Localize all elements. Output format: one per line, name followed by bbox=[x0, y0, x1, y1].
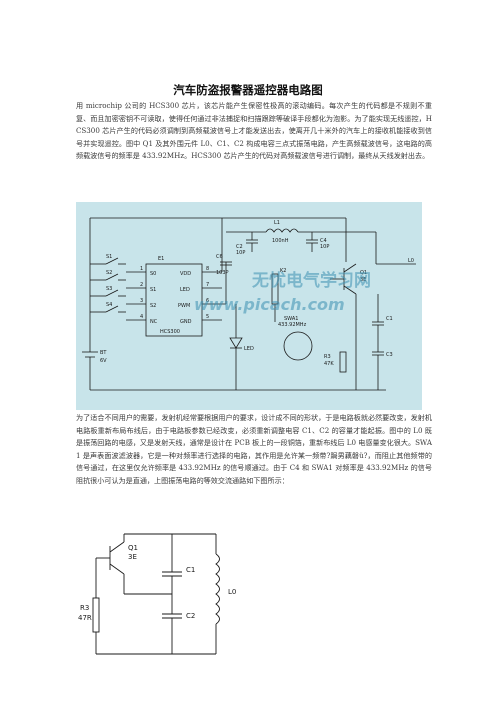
equivalent-svg: Q1 3E C1 C2 L0 R3 47R bbox=[78, 533, 236, 655]
label-c2-value: 10P bbox=[236, 250, 245, 256]
label-antenna: L0 bbox=[408, 258, 414, 264]
label-c4: C4 bbox=[320, 238, 327, 244]
pin-s1: S1 bbox=[150, 287, 156, 293]
label-c6: C6 bbox=[216, 254, 223, 260]
label-c2: C2 bbox=[236, 244, 243, 250]
pin-num-3: 3 bbox=[140, 298, 143, 304]
circuit-schematic: L1 100nH C2 10P C4 10P C6 103P E1 S0 S1 … bbox=[76, 202, 422, 410]
page-title: 汽车防盗报警器遥控器电路图 bbox=[173, 83, 323, 97]
pin-num-2: 2 bbox=[140, 282, 143, 288]
pin-num-8: 8 bbox=[206, 266, 209, 272]
switch-s2: S2 bbox=[106, 270, 112, 276]
pin-num-7: 7 bbox=[206, 282, 209, 288]
paragraph-intro: 用 microchip 公司的 HCS300 芯片，该芯片能产生保密性极高的滚动… bbox=[76, 101, 432, 160]
switch-s4: S4 bbox=[106, 302, 112, 308]
eq-label-r3-value: 47R bbox=[78, 614, 92, 622]
pin-led: LED bbox=[180, 287, 190, 293]
switch-s1: S1 bbox=[106, 254, 112, 260]
label-c6-value: 103P bbox=[216, 270, 229, 276]
label-k2: K2 bbox=[280, 268, 286, 274]
label-swa1: SWA1 bbox=[284, 316, 298, 322]
eq-label-q1: Q1 bbox=[128, 544, 138, 552]
label-led: LED bbox=[244, 346, 254, 352]
pin-s0: S0 bbox=[150, 271, 156, 277]
label-l1: L1 bbox=[274, 220, 280, 226]
pin-num-6: 6 bbox=[206, 298, 209, 304]
watermark-cn: 无忧电气学习网 bbox=[251, 270, 371, 291]
eq-label-l0: L0 bbox=[228, 588, 236, 596]
eq-label-q1-value: 3E bbox=[128, 553, 137, 561]
eq-label-r3: R3 bbox=[80, 604, 89, 612]
pin-gnd: GND bbox=[180, 319, 192, 325]
pin-num-5: 5 bbox=[206, 314, 209, 320]
label-bt-value: 6V bbox=[100, 358, 107, 364]
label-q1: Q1 bbox=[360, 270, 367, 276]
label-r3: R3 bbox=[324, 354, 331, 360]
label-swa1-value: 433.92MHz bbox=[278, 322, 307, 328]
schematic-svg: L1 100nH C2 10P C4 10P C6 103P E1 S0 S1 … bbox=[82, 217, 416, 391]
eq-label-c1: C1 bbox=[186, 566, 195, 574]
pin-pwm: PWM bbox=[178, 303, 190, 309]
equivalent-circuit: Q1 3E C1 C2 L0 R3 47R bbox=[76, 528, 268, 666]
label-bt: BT bbox=[100, 350, 107, 356]
switch-s3: S3 bbox=[106, 286, 112, 292]
paragraph-explanation: 为了适合不同用户的需要，发射机经常要根据用户的要求，设计成不同的形状，于是电路板… bbox=[76, 413, 432, 485]
eq-label-c2: C2 bbox=[186, 612, 195, 620]
label-c1: C1 bbox=[386, 316, 393, 322]
pin-vdd: VDD bbox=[180, 271, 191, 277]
pin-num-4: 4 bbox=[140, 314, 143, 320]
label-e1: E1 bbox=[158, 256, 164, 262]
pin-nc: NC bbox=[150, 319, 158, 325]
label-c3: C3 bbox=[386, 352, 393, 358]
pin-num-1: 1 bbox=[140, 266, 143, 272]
label-r3-value: 47K bbox=[324, 361, 334, 367]
pin-s2: S2 bbox=[150, 303, 156, 309]
label-l1-value: 100nH bbox=[272, 238, 289, 244]
watermark-url: www.picach.com bbox=[194, 295, 345, 314]
label-c4-value: 10P bbox=[320, 244, 329, 250]
chip-name: HCS300 bbox=[160, 329, 180, 335]
label-q1-value: 3E bbox=[360, 277, 366, 283]
